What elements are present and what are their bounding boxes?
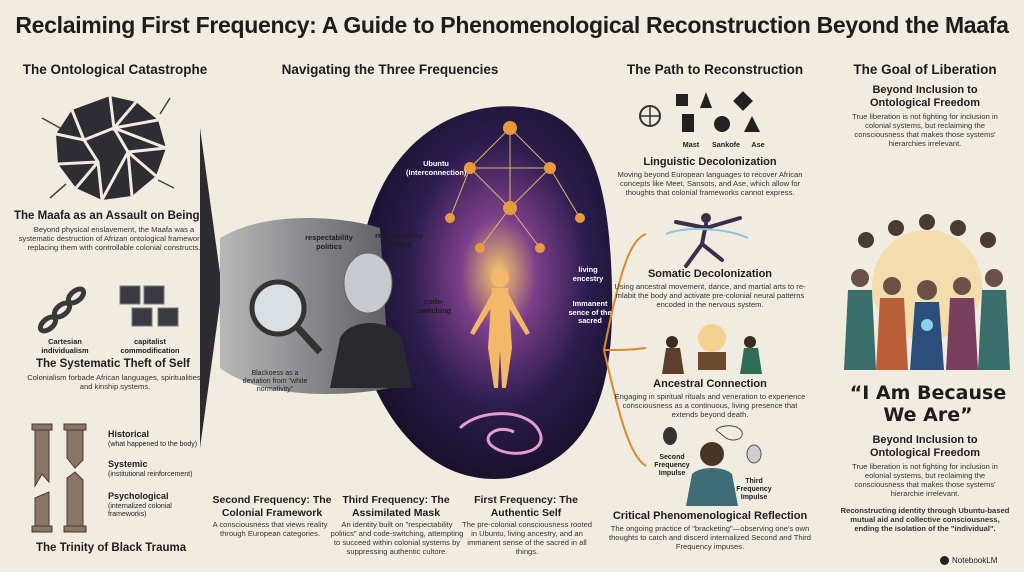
notebooklm-badge: NotebookLM [940,556,1022,565]
immanent-label: Immanent sence of the sacred [568,299,612,325]
second-frequency-impulse-label: Second Frequency Impulse [654,454,690,477]
notebooklm-logo-icon [940,556,949,565]
cartesian-label: Cartesian individualism [41,337,89,355]
theft-heading: The Systematic Theft of Self [36,358,191,370]
brand-label: NotebookLM [952,556,998,565]
trinity-historical: Historical (what happened to the body) [108,428,198,449]
reflecting-person-illustration [663,425,762,506]
maafa-heading: The Maafa as an Assault on Being [14,210,200,222]
chain-and-cubes-illustration [37,285,179,334]
three-frequencies-illustration [200,106,613,479]
reflection-heading: Critical Phenomenological Reflection [612,510,808,522]
goal-top-text: True liberation is not fighting for incl… [852,112,998,148]
trinity-heading: The Trinity of Black Trauma [36,542,187,554]
trinity-psychological-sub: (internalized colonial frameworks) [108,503,172,518]
code-switching-label: code-switching [416,297,452,315]
shattered-sphere-illustration [41,95,175,205]
linguistic-text: Moving beyond European languages to reco… [617,170,803,197]
ancestral-heading: Ancestral Connection [653,378,767,390]
column-header-reconstruction: The Path to Reconstruction [626,62,804,77]
trinity-systemic-sub: (institutional reinforcement) [108,471,193,478]
second-frequency-text: A consciousness that views reality throu… [212,520,328,538]
goal-top-heading: Beyond Inclusion to Ontological Freedom [869,84,980,109]
ancestral-altar-illustration [662,324,762,374]
broken-pillars-illustration [31,423,87,533]
living-ancestry-label: living encestry [572,265,604,283]
trinity-systemic-title: Systemic [108,459,148,469]
column-header-frequencies: Navigating the Three Frequencies [281,62,499,77]
trinity-historical-title: Historical [108,429,150,439]
reflection-text: The ongoing practice of "bracketing"—obs… [608,524,812,551]
glyph-label-sankofe: Sankofe [712,140,740,149]
trinity-psychological: Psychological (internalized colonial fra… [108,490,198,519]
column-header-catastrophe: The Ontological Catastrophe [22,62,208,77]
ubuntu-label: Ubuntu (Interconnection) [406,159,467,177]
goal-bottom-heading: Beyond Inclusion to Ontological Freedom [869,434,980,459]
somatic-heading: Somatic Decolonization [647,268,773,280]
third-frequency-heading: Third Frequency: The Assimilated Mask [342,494,450,519]
column-header-liberation: The Goal of Liberation [853,62,997,77]
third-frequency-text: An identity built on "respectability pol… [330,520,464,556]
first-frequency-heading: First Frequency: The Authentic Self [474,494,578,519]
capitalist-label: capitalist commodification [120,337,180,355]
linguistic-heading: Linguistic Decolonization [643,156,777,168]
trinity-systemic: Systemic (institutional reinforcement) [108,458,198,479]
page-title: Reclaiming First Frequency: A Guide to P… [15,12,1009,38]
theft-text: Colonialism forbade African languages, s… [27,373,203,391]
somatic-text: Using ancestral movement, dance, and mar… [614,282,806,309]
community-circle-illustration [844,214,1010,370]
second-frequency-heading: Second Frequency: The Colonial Framework [212,494,332,519]
ubuntu-quote: “I Am Because We Are” [849,382,1007,426]
glyph-label-ase: Ase [751,140,765,149]
goal-bottom-text: True liberation is not fighting for incl… [852,462,998,498]
blackness-label: Blackoess as a deviation from "white nor… [242,370,308,393]
respectability-label-1: respectability politics [305,233,353,251]
linguistic-glyphs-illustration [639,91,760,132]
first-frequency-text: The pre-colonial consciousness rooted in… [462,520,593,556]
goal-closing-text: Reconstructing identity through Ubuntu-b… [840,506,1010,533]
dancer-illustration [665,213,749,268]
trinity-historical-sub: (what happened to the body) [108,441,198,448]
third-frequency-impulse-label: Third Frequency Impulse [736,478,772,501]
maafa-text: Beyond physical enslavement, the Maafa w… [18,225,210,252]
glyph-label-mast: Mast [682,140,700,149]
ancestral-text: Engaging in spiritual rituals and venera… [614,392,806,419]
trinity-psychological-title: Psychological [108,491,169,501]
branch-connectors [603,233,647,467]
respectability-label-2: respectability politics [375,231,423,249]
